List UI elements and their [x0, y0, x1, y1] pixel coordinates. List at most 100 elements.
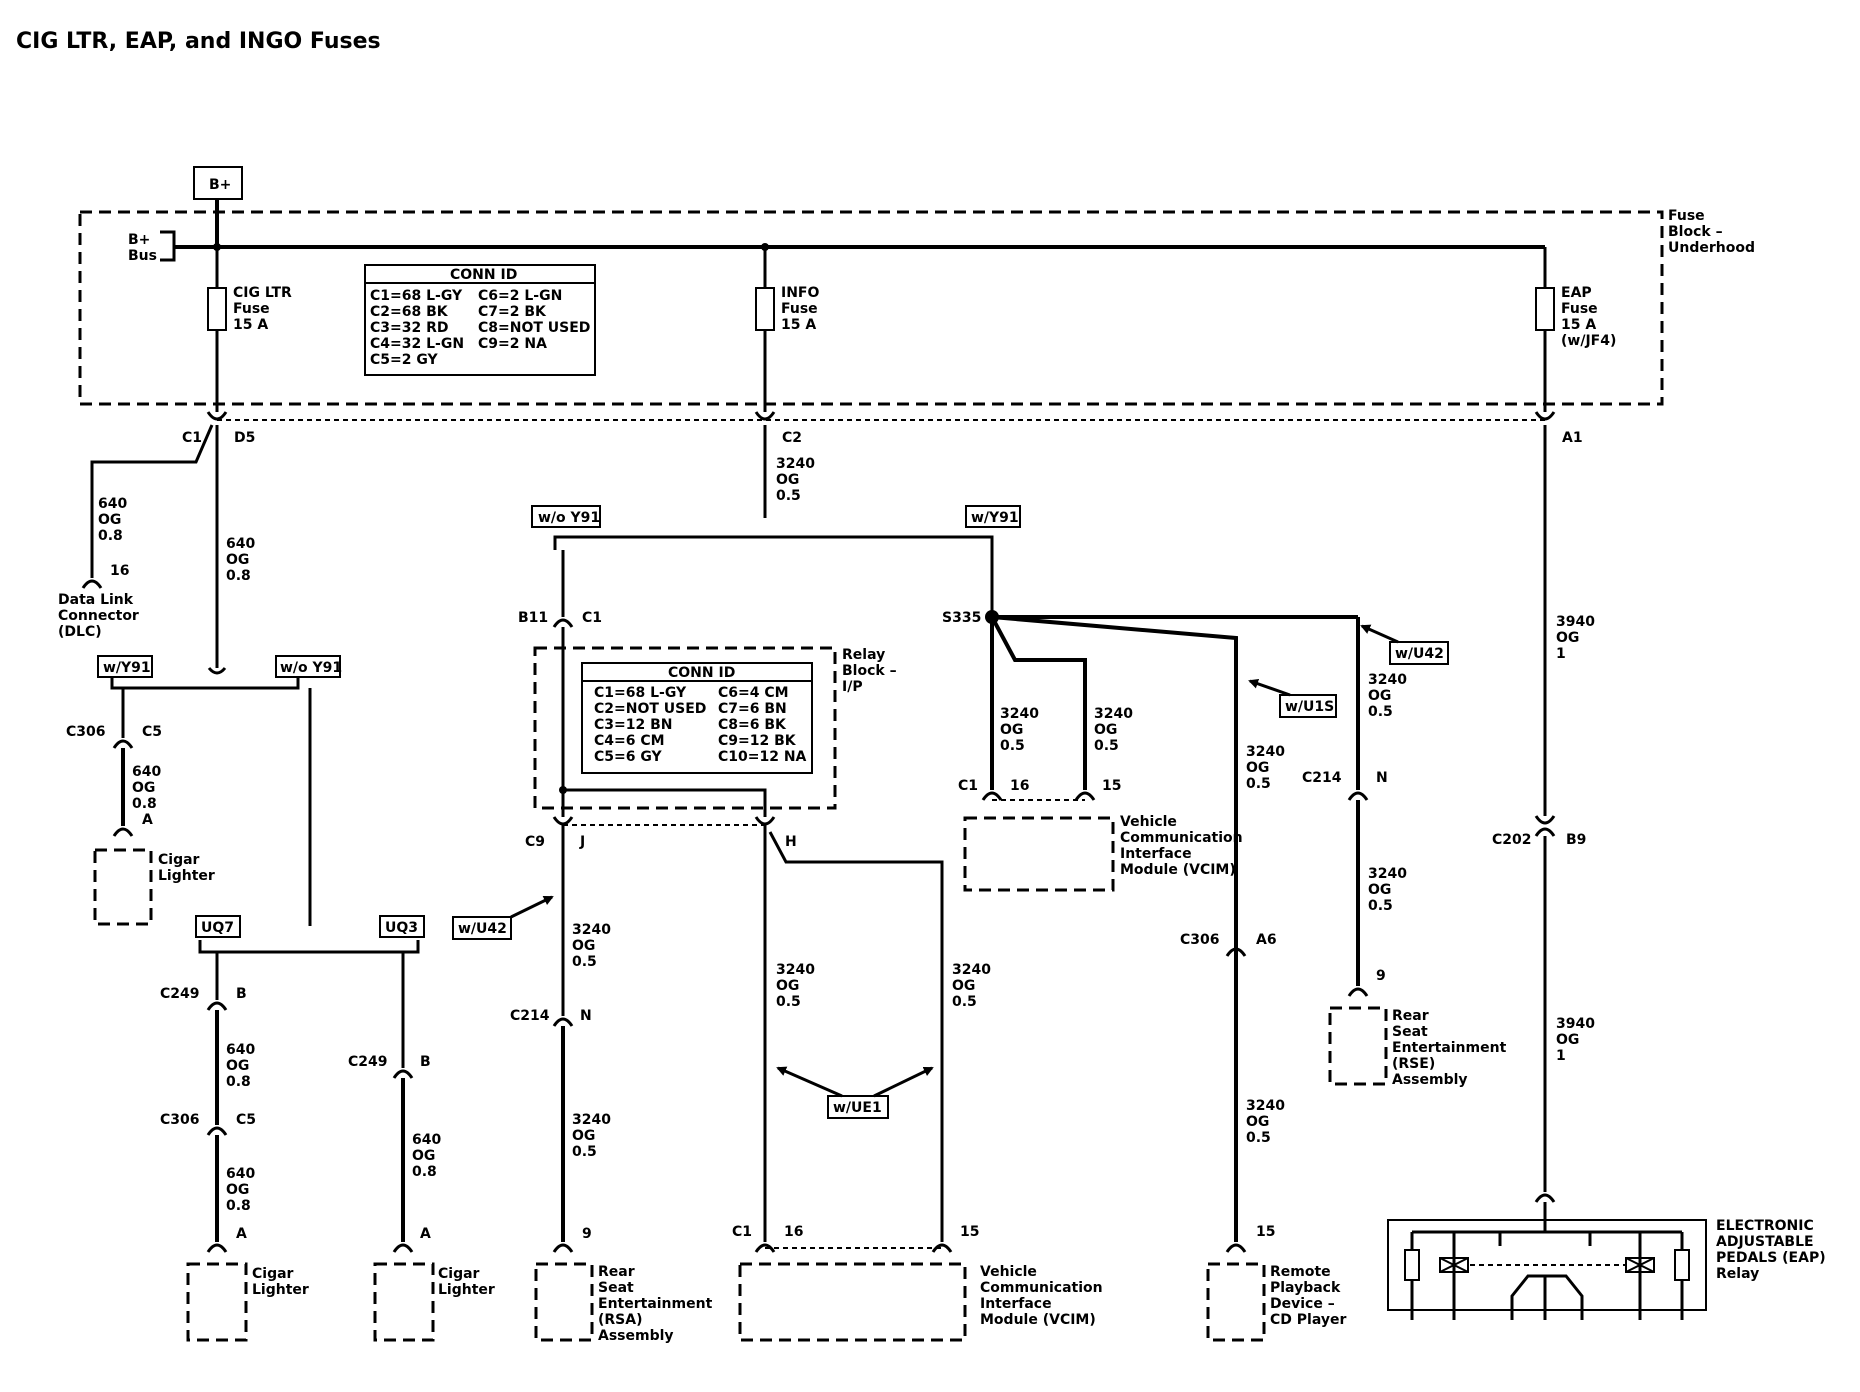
conn-id-col2: C6=2 L-GN C7=2 BK C8=NOT USED C9=2 NA — [478, 288, 590, 352]
svg-text:Block –: Block – — [842, 663, 897, 679]
svg-text:OG: OG — [952, 978, 975, 994]
svg-text:OG: OG — [98, 512, 121, 528]
svg-text:C9: C9 — [525, 834, 545, 850]
svg-text:C6=2 L-GN: C6=2 L-GN — [478, 288, 562, 304]
svg-text:0.8: 0.8 — [226, 1074, 251, 1090]
svg-text:B9: B9 — [1566, 832, 1586, 848]
svg-text:C8=6 BK: C8=6 BK — [718, 717, 787, 733]
svg-text:w/U42: w/U42 — [458, 921, 507, 937]
svg-text:0.5: 0.5 — [572, 954, 597, 970]
svg-text:Interface: Interface — [980, 1296, 1052, 1312]
svg-text:(DLC): (DLC) — [58, 624, 102, 640]
svg-text:A: A — [420, 1226, 431, 1242]
svg-text:3940: 3940 — [1556, 1016, 1595, 1032]
svg-text:PEDALS (EAP): PEDALS (EAP) — [1716, 1250, 1826, 1266]
svg-text:3940: 3940 — [1556, 614, 1595, 630]
svg-text:OG: OG — [1246, 760, 1269, 776]
svg-text:Lighter: Lighter — [158, 868, 215, 884]
svg-text:C1=68 L-GY: C1=68 L-GY — [370, 288, 463, 304]
option-bar-y91-center — [553, 535, 994, 550]
svg-text:C2=NOT USED: C2=NOT USED — [594, 701, 706, 717]
svg-text:OG: OG — [226, 1182, 249, 1198]
svg-text:Cigar: Cigar — [158, 852, 200, 868]
svg-text:S335: S335 — [942, 610, 981, 626]
svg-text:OG: OG — [776, 472, 799, 488]
relay-block-label: Relay Block – I/P — [842, 647, 897, 695]
svg-text:OG: OG — [132, 780, 155, 796]
svg-text:OG: OG — [572, 1128, 595, 1144]
svg-text:OG: OG — [1556, 1032, 1579, 1048]
svg-text:0.8: 0.8 — [226, 1198, 251, 1214]
svg-text:(RSE): (RSE) — [1392, 1056, 1435, 1072]
svg-text:0.8: 0.8 — [132, 796, 157, 812]
option-bar-y91-left — [110, 675, 300, 690]
info-fuse-label: INFO Fuse 15 A — [781, 285, 819, 333]
svg-text:640: 640 — [412, 1132, 441, 1148]
svg-text:J: J — [579, 834, 585, 850]
svg-text:Relay: Relay — [842, 647, 885, 663]
wire-label-eap2: 3940 OG 1 — [1556, 1016, 1595, 1064]
svg-text:Fuse: Fuse — [233, 301, 270, 317]
svg-text:OG: OG — [412, 1148, 435, 1164]
svg-text:Communication: Communication — [1120, 830, 1243, 846]
svg-text:0.8: 0.8 — [226, 568, 251, 584]
svg-text:15 A: 15 A — [233, 317, 268, 333]
option-tag-wo-y91-center — [531, 505, 601, 528]
svg-text:C202: C202 — [1492, 832, 1532, 848]
svg-text:C9=12 BK: C9=12 BK — [718, 733, 797, 749]
option-tag-w-ue1 — [827, 1095, 889, 1119]
svg-text:C1: C1 — [732, 1224, 752, 1240]
svg-text:A: A — [236, 1226, 247, 1242]
svg-text:A6: A6 — [1256, 932, 1277, 948]
wire-label-cigar2b: 640 OG 0.8 — [226, 1166, 255, 1214]
eap-fuse-symbol — [1535, 287, 1555, 331]
svg-text:640: 640 — [226, 1042, 255, 1058]
rse-assembly-label: Rear Seat Entertainment (RSE) Assembly — [1392, 1008, 1507, 1088]
svg-text:C9=2 NA: C9=2 NA — [478, 336, 547, 352]
option-tag-w-y91-left — [97, 655, 153, 678]
eap-fuse-label: EAP Fuse 15 A (w/JF4) — [1561, 285, 1616, 349]
svg-text:1: 1 — [1556, 1048, 1566, 1064]
svg-text:Assembly: Assembly — [1392, 1072, 1468, 1088]
svg-text:3240: 3240 — [1094, 706, 1133, 722]
svg-text:Rear: Rear — [1392, 1008, 1429, 1024]
svg-text:B11: B11 — [518, 610, 548, 626]
svg-text:INFO: INFO — [781, 285, 819, 301]
svg-text:w/U1S: w/U1S — [1285, 699, 1334, 715]
svg-text:15: 15 — [960, 1224, 979, 1240]
svg-text:0.5: 0.5 — [1000, 738, 1025, 754]
svg-text:C5: C5 — [236, 1112, 256, 1128]
svg-text:UQ7: UQ7 — [201, 920, 234, 936]
svg-text:0.5: 0.5 — [1094, 738, 1119, 754]
wire-label-remote2: 3240 OG 0.5 — [1246, 1098, 1285, 1146]
svg-text:A: A — [142, 812, 153, 828]
svg-text:C1: C1 — [958, 778, 978, 794]
wire-label-rse1: 3240 OG 0.5 — [1368, 672, 1407, 720]
svg-text:640: 640 — [132, 764, 161, 780]
label-c1: C1 — [182, 430, 202, 446]
connector-c1-d5 — [206, 411, 228, 421]
rsa-assembly-label: Rear Seat Entertainment (RSA) Assembly — [598, 1264, 713, 1344]
svg-text:OG: OG — [1000, 722, 1023, 738]
vcim-top-label: Vehicle Communication Interface Module (… — [1120, 814, 1243, 878]
wire-label-h2: 3240 OG 0.5 — [952, 962, 991, 1010]
svg-text:640: 640 — [98, 496, 127, 512]
svg-text:C3=12 BN: C3=12 BN — [594, 717, 673, 733]
option-tag-w-u42-right — [1389, 641, 1449, 665]
bplus-bus-label: B+ Bus — [128, 232, 157, 264]
conn-id-title: CONN ID — [450, 267, 517, 283]
eap-relay-internals — [1404, 1202, 1690, 1320]
svg-text:C214: C214 — [510, 1008, 550, 1024]
vcim-top — [963, 816, 1115, 892]
option-tag-wo-y91-left — [275, 655, 341, 678]
svg-text:3240: 3240 — [776, 962, 815, 978]
wire-label-cigar1: 640 OG 0.8 — [132, 764, 161, 812]
svg-text:OG: OG — [1368, 882, 1391, 898]
svg-text:C1=68 L-GY: C1=68 L-GY — [594, 685, 687, 701]
svg-text:Fuse: Fuse — [1668, 208, 1705, 224]
svg-text:3240: 3240 — [1246, 1098, 1285, 1114]
svg-text:OG: OG — [1246, 1114, 1269, 1130]
svg-text:EAP: EAP — [1561, 285, 1592, 301]
option-tag-w-u1s — [1279, 694, 1337, 718]
